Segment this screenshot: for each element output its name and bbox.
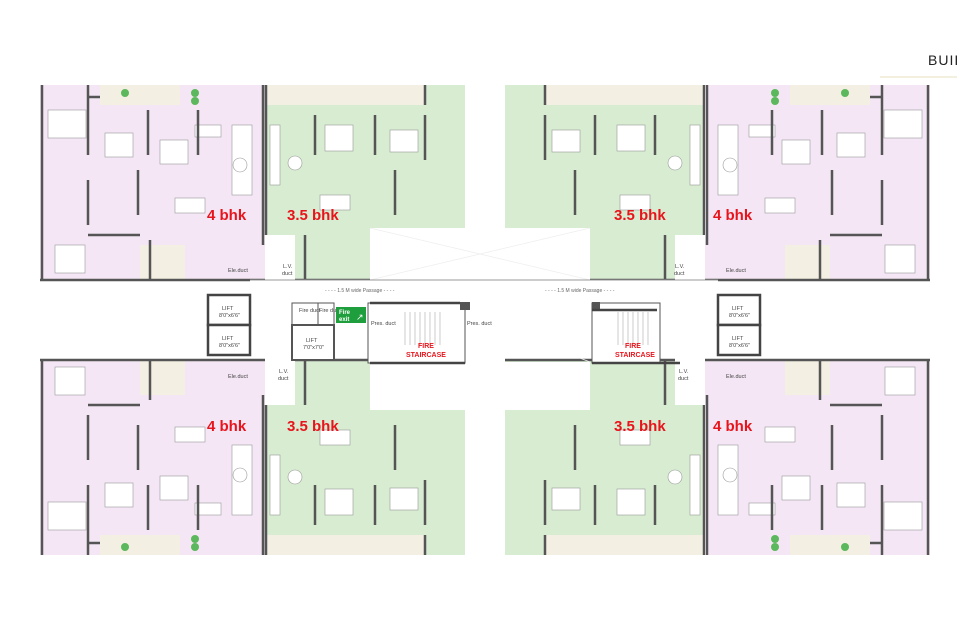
press-duct-label: Pres. duct — [371, 321, 396, 327]
title-rule — [880, 76, 957, 78]
fire-exit-text: Fire — [339, 310, 351, 316]
lv-duct-label: duct — [678, 376, 689, 382]
ele-duct-label: Ele.duct — [228, 374, 248, 380]
fire-duct-label: Fire duct — [299, 308, 321, 314]
duct-block — [291, 302, 335, 361]
fire-staircase-right — [591, 302, 680, 365]
central-court-bottom — [370, 362, 590, 410]
unit-label-4bhk: 4 bhk — [207, 418, 247, 435]
unit-label-35bhk: 3.5 bhk — [287, 207, 339, 224]
lift-core-right — [716, 293, 762, 357]
unit-label-35bhk: 3.5 bhk — [287, 418, 339, 435]
ele-duct-label: Ele.duct — [726, 374, 746, 380]
court-diagonals — [369, 227, 591, 363]
unit-label-35bhk: 3.5 bhk — [614, 418, 666, 435]
lift-core-left — [206, 293, 252, 357]
lv-duct-label: duct — [674, 271, 685, 277]
fire-staircase-label: FIRE — [625, 343, 641, 350]
lift-label: LIFT — [732, 336, 744, 342]
unit-label-4bhk: 4 bhk — [713, 207, 753, 224]
fire-staircase-label: FIRE — [418, 343, 434, 350]
unit-label-4bhk: 4 bhk — [207, 207, 247, 224]
passage-label-left: - - - - 1.5 M wide Passage - - - - — [325, 288, 395, 294]
lift-size: 8'0"x6'6" — [219, 313, 240, 319]
lift-label: LIFT — [222, 306, 234, 312]
lift-label: LIFT — [306, 338, 318, 344]
lv-duct-label: L.V. — [679, 369, 689, 375]
lift-size: 7'0"x7'0" — [303, 345, 324, 351]
lift-label: LIFT — [732, 306, 744, 312]
lv-duct-label: L.V. — [283, 264, 293, 270]
lv-duct-label: L.V. — [675, 264, 685, 270]
unit-label-35bhk: 3.5 bhk — [614, 207, 666, 224]
ele-duct-label: Ele.duct — [726, 268, 746, 274]
press-duct-label: Pres. duct — [467, 321, 492, 327]
passage-label-right: - - - - 1.5 M wide Passage - - - - — [545, 288, 615, 294]
fire-duct-label: Fire duct — [319, 308, 341, 314]
lv-duct-label: duct — [278, 376, 289, 382]
unit-4bhk-top-left — [38, 83, 267, 282]
fire-staircase-left — [367, 301, 470, 365]
lift-label: LIFT — [222, 336, 234, 342]
fire-exit-text: exit — [339, 317, 349, 323]
lv-duct-label: duct — [282, 271, 293, 277]
lift-size: 8'0"x6'6" — [219, 343, 240, 349]
unit-4bhk-bottom-right — [703, 358, 932, 557]
running-man-icon: ↗ — [356, 312, 364, 322]
building-title: BUII — [928, 52, 957, 68]
fire-exit-sign — [336, 307, 366, 323]
fire-staircase-label: STAIRCASE — [615, 352, 655, 359]
unit-4bhk-top-right — [703, 83, 932, 282]
fire-staircase-label: STAIRCASE — [406, 352, 446, 359]
ele-duct-label: Ele.duct — [228, 268, 248, 274]
unit-label-4bhk: 4 bhk — [713, 418, 753, 435]
unit-4bhk-bottom-left — [38, 358, 267, 557]
lift-size: 8'0"x6'6" — [729, 313, 750, 319]
lv-duct-label: L.V. — [279, 369, 289, 375]
lift-size: 8'0"x6'6" — [729, 343, 750, 349]
